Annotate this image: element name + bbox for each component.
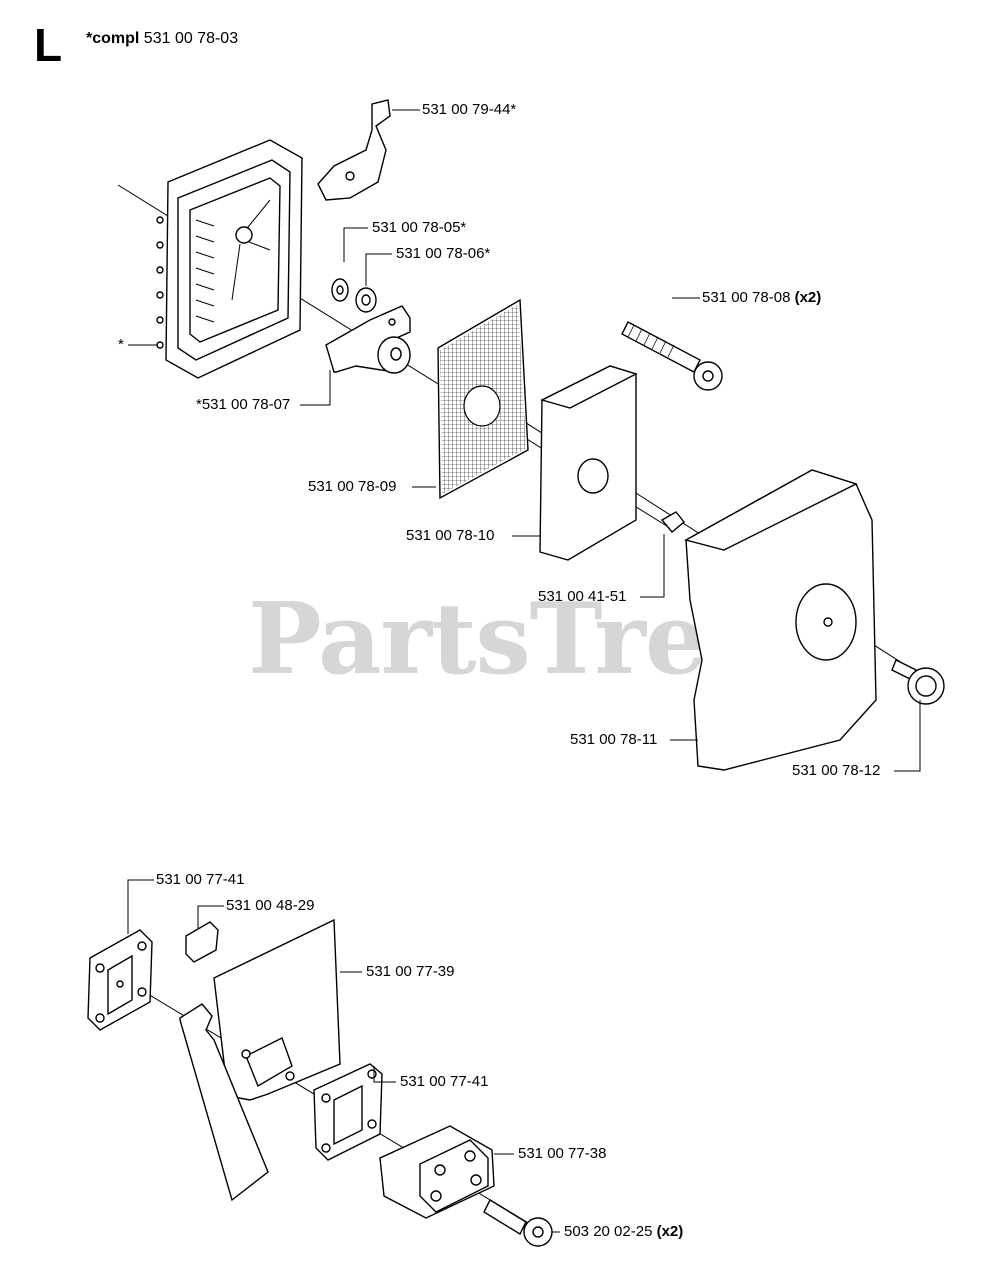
clip xyxy=(660,511,685,533)
label-531007807: *531 00 78-07 xyxy=(196,396,291,413)
spacer-block xyxy=(379,1125,495,1219)
filter-housing xyxy=(156,139,303,379)
label-531007806: 531 00 78-06* xyxy=(396,245,491,262)
label-531007809: 531 00 78-09 xyxy=(308,478,397,495)
choke-plate-hole xyxy=(345,171,355,181)
label-531007944: 531 00 79-44* xyxy=(422,101,517,118)
bracket-531007807 xyxy=(325,305,411,374)
heat-shield xyxy=(179,918,341,1202)
label-503200225: 503 20 02-25 (x2) xyxy=(564,1223,683,1241)
choke-plate xyxy=(317,99,391,201)
tab xyxy=(185,921,219,963)
bolt xyxy=(483,1199,553,1247)
filter-cover xyxy=(684,469,877,771)
label-531004829: 531 00 48-29 xyxy=(226,897,315,914)
label-531007738: 531 00 77-38 xyxy=(518,1145,607,1162)
label-star: * xyxy=(118,336,124,353)
watermark: PartsTree xyxy=(248,582,769,697)
section-letter: L xyxy=(34,19,63,71)
filter-foam xyxy=(539,365,638,561)
label-531007808: 531 00 78-08 (x2) xyxy=(702,289,821,307)
leader-lines-top xyxy=(128,109,921,772)
label-531007739: 531 00 77-39 xyxy=(366,963,455,980)
gasket-left xyxy=(87,929,153,1031)
label-503200225-qty: (x2) xyxy=(656,1223,684,1240)
label-503200225-number: 503 20 02-25 xyxy=(564,1223,653,1240)
compl-prefix: *compl xyxy=(86,30,140,47)
label-531007805: 531 00 78-05* xyxy=(372,219,467,236)
label-531007812: 531 00 78-12 xyxy=(792,762,881,779)
filter-mesh xyxy=(437,298,529,500)
complete-assembly-label: *compl 531 00 78-03 xyxy=(86,30,238,48)
label-531007741-b: 531 00 77-41 xyxy=(400,1073,489,1090)
leader-lines-bottom xyxy=(127,879,560,1233)
label-531004151: 531 00 41-51 xyxy=(538,588,627,605)
compl-number: 531 00 78-03 xyxy=(143,30,239,47)
long-screw xyxy=(621,321,723,391)
label-531007810: 531 00 78-10 xyxy=(406,527,495,544)
label-531007808-number: 531 00 78-08 xyxy=(702,289,791,306)
label-531007808-qty: (x2) xyxy=(794,289,822,306)
label-531007811: 531 00 78-11 xyxy=(570,731,658,748)
cover-knob xyxy=(891,659,945,705)
gasket-right xyxy=(313,1063,383,1161)
label-531007741-a: 531 00 77-41 xyxy=(156,871,245,888)
